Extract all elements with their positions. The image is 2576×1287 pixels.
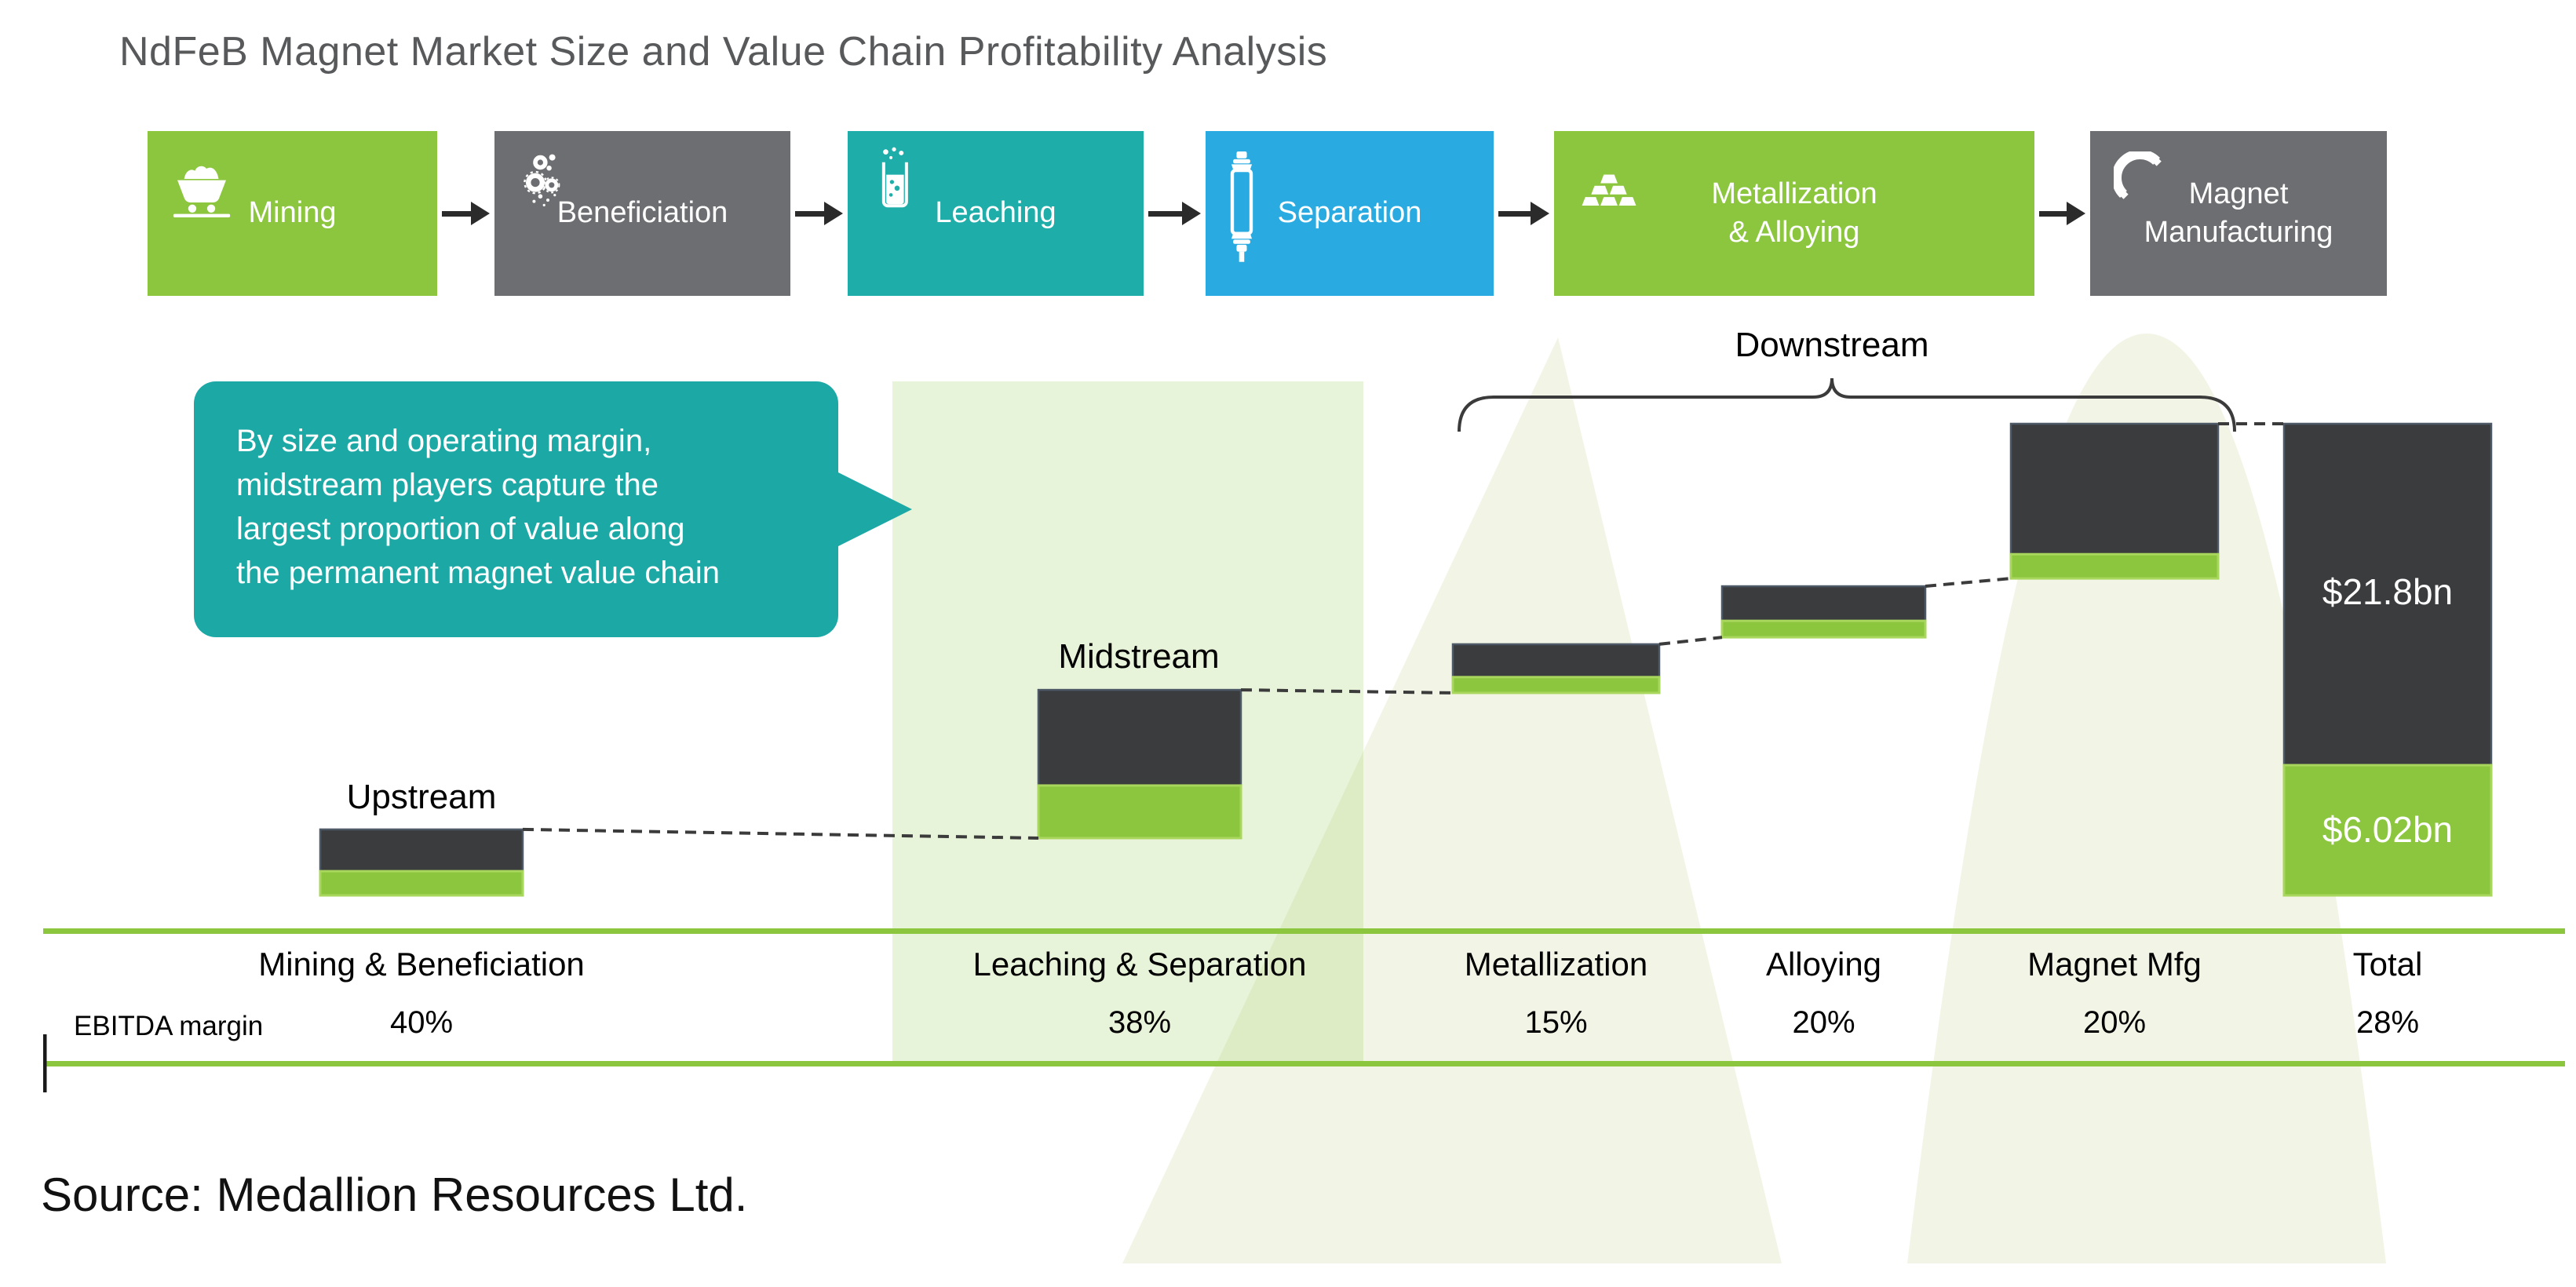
arrow-shaft — [2039, 211, 2070, 217]
bar-revenue-2 — [1451, 643, 1661, 679]
arrow-shaft — [795, 211, 827, 217]
flow-step-metallization-alloying: Metallization & Alloying — [1554, 131, 2034, 296]
flow-step-leaching: Leaching — [848, 131, 1144, 296]
flow-step-label: Mining — [248, 196, 337, 230]
flow-step-mining: Mining — [148, 131, 437, 296]
flow-step-label: Metallization & Alloying — [1711, 177, 1877, 249]
baseline-lower — [43, 1061, 2565, 1066]
callout-bubble: By size and operating margin, midstream … — [194, 381, 838, 637]
ebitda-margin-value-1: 38% — [1107, 1005, 1172, 1040]
bar-ebitda-3 — [1720, 619, 1927, 639]
total-ebitda-value: $6.02bn — [2322, 809, 2454, 850]
bar-revenue-0 — [319, 828, 524, 873]
separation-column-icon — [1223, 151, 1261, 274]
connector-dashed-2 — [1658, 636, 1723, 646]
bar-revenue-3 — [1720, 585, 1927, 622]
group-label-downstream: Downstream — [1735, 326, 1929, 364]
flow-arrow-0 — [442, 202, 490, 225]
downstream-bracket — [1458, 377, 2236, 432]
callout-arrow-pointer — [830, 468, 912, 550]
axis-label-2: Metallization — [1464, 946, 1648, 983]
group-label-upstream: Upstream — [346, 778, 497, 816]
bar-ebitda-5 — [2282, 764, 2493, 897]
flow-step-label: Leaching — [935, 196, 1056, 230]
arrow-head-icon — [824, 202, 843, 225]
axis-label-1: Leaching & Separation — [972, 946, 1307, 983]
flow-step-label: Magnet Manufacturing — [2144, 177, 2333, 249]
flow-step-label: Separation — [1277, 196, 1422, 230]
ebitda-margin-value-5: 28% — [2355, 1005, 2420, 1040]
arrow-head-icon — [471, 202, 490, 225]
bar-ebitda-1 — [1037, 784, 1242, 840]
flow-step-label: Beneficiation — [556, 196, 728, 230]
axis-label-0: Mining & Beneficiation — [258, 946, 585, 983]
ebitda-margin-row-label: EBITDA margin — [74, 1011, 264, 1041]
bar-ebitda-4 — [2009, 552, 2220, 580]
axis-label-4: Magnet Mfg — [2027, 946, 2202, 983]
group-label-midstream: Midstream — [1058, 637, 1220, 676]
bar-revenue-1 — [1037, 688, 1242, 787]
bar-ebitda-2 — [1451, 676, 1661, 695]
flow-step-magnet-manufacturing: Magnet Manufacturing — [2090, 131, 2387, 296]
source-text: Source: Medallion Resources Ltd. — [41, 1169, 748, 1221]
connector-dashed-3 — [1925, 577, 2012, 589]
bar-revenue-4 — [2009, 422, 2220, 556]
flow-step-beneficiation: Beneficiation — [494, 131, 790, 296]
magnet-icon — [2111, 149, 2175, 213]
total-revenue-value: $21.8bn — [2322, 571, 2454, 612]
arrow-head-icon — [1182, 202, 1201, 225]
arrow-shaft — [442, 211, 474, 217]
ebitda-margin-value-0: 40% — [389, 1005, 454, 1040]
ebitda-margin-value-2: 15% — [1524, 1005, 1588, 1040]
connector-dashed-0 — [522, 827, 1039, 840]
metal-ingots-icon — [1576, 156, 1642, 222]
callout-text: By size and operating margin, midstream … — [236, 424, 720, 590]
ebitda-margin-value-3: 20% — [1792, 1005, 1855, 1040]
bar-ebitda-0 — [319, 870, 524, 897]
arrow-shaft — [1148, 211, 1185, 217]
axis-tick — [43, 1034, 47, 1092]
flow-arrow-4 — [2039, 202, 2085, 225]
arrow-shaft — [1498, 211, 1534, 217]
mine-cart-icon — [168, 155, 235, 222]
arrow-head-icon — [1531, 202, 1549, 225]
page-title: NdFeB Magnet Market Size and Value Chain… — [119, 29, 1328, 75]
flow-arrow-2 — [1148, 202, 1201, 225]
flow-arrow-1 — [795, 202, 843, 225]
watermark-mountain-left — [1122, 337, 1782, 1263]
crusher-particles-icon — [516, 150, 579, 217]
axis-label-5: Total — [2352, 946, 2423, 983]
leaching-beaker-icon — [871, 147, 923, 219]
flow-arrow-3 — [1498, 202, 1549, 225]
baseline-upper — [43, 928, 2565, 934]
arrow-head-icon — [2067, 202, 2085, 225]
ebitda-margin-value-4: 20% — [2082, 1005, 2147, 1040]
axis-label-3: Alloying — [1765, 946, 1882, 983]
flow-step-separation: Separation — [1206, 131, 1494, 296]
